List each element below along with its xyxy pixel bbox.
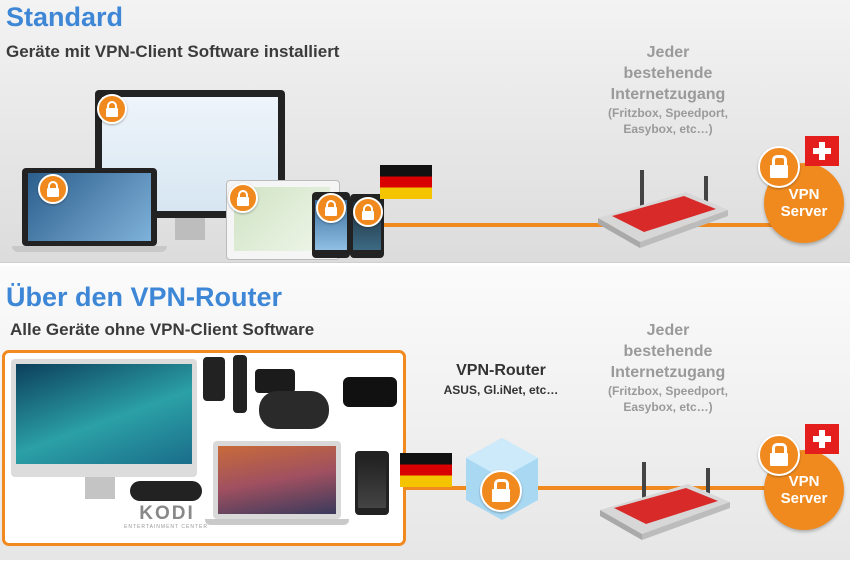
apple-tv-device xyxy=(343,377,397,407)
game-controller xyxy=(259,391,329,429)
lock-icon xyxy=(228,183,258,213)
fritzbox-router xyxy=(596,170,731,250)
lock-icon xyxy=(97,94,127,124)
router-panel: Über den VPN-Router Alle Geräte ohne VPN… xyxy=(0,266,850,560)
internet-access-label: Jeder bestehende Internetzugang (Fritzbo… xyxy=(608,44,728,136)
internet-access-label: Jeder bestehende Internetzugang (Fritzbo… xyxy=(608,322,728,414)
router-subtitle: Alle Geräte ohne VPN-Client Software xyxy=(10,320,315,339)
fritzbox-router-icon xyxy=(600,462,730,540)
germany-flag xyxy=(380,165,432,199)
standard-title: Standard xyxy=(6,2,124,32)
imac-stand xyxy=(175,218,205,240)
lock-icon xyxy=(353,197,383,227)
fritzbox-router xyxy=(598,462,733,542)
laptop-device xyxy=(22,168,157,246)
firetv-stick xyxy=(233,355,247,413)
standard-panel: Standard Geräte mit VPN-Client Software … xyxy=(0,0,850,263)
imac-device xyxy=(11,359,197,477)
swiss-flag xyxy=(805,424,839,454)
shield-tv-box xyxy=(255,369,295,393)
imac-stand xyxy=(85,477,115,499)
vpn-router-models: ASUS, Gl.iNet, etc… xyxy=(443,383,559,397)
lock-icon xyxy=(480,470,522,512)
swiss-flag xyxy=(805,136,839,166)
lock-icon xyxy=(758,146,800,188)
router-title: Über den VPN-Router xyxy=(6,282,283,312)
kodi-logo: KODI xyxy=(139,503,195,524)
smartphone-device xyxy=(355,451,389,515)
macbook-base xyxy=(205,519,349,525)
laptop-base xyxy=(12,246,167,252)
germany-flag xyxy=(400,453,452,487)
fritzbox-router-icon xyxy=(598,170,728,248)
devices-box: KODI ENTERTAINMENT CENTER xyxy=(2,350,406,546)
connection-line xyxy=(405,486,803,490)
kodi-subtitle: ENTERTAINMENT CENTER xyxy=(124,524,208,530)
lock-icon xyxy=(38,174,68,204)
connection-line xyxy=(384,223,804,227)
chromecast-device xyxy=(203,357,225,401)
lock-icon xyxy=(316,193,346,223)
lock-icon xyxy=(758,434,800,476)
kodi-remote xyxy=(130,481,202,501)
standard-subtitle: Geräte mit VPN-Client Software installie… xyxy=(6,42,340,61)
macbook-device xyxy=(213,441,341,519)
vpn-router-label: VPN-Router xyxy=(456,362,546,379)
